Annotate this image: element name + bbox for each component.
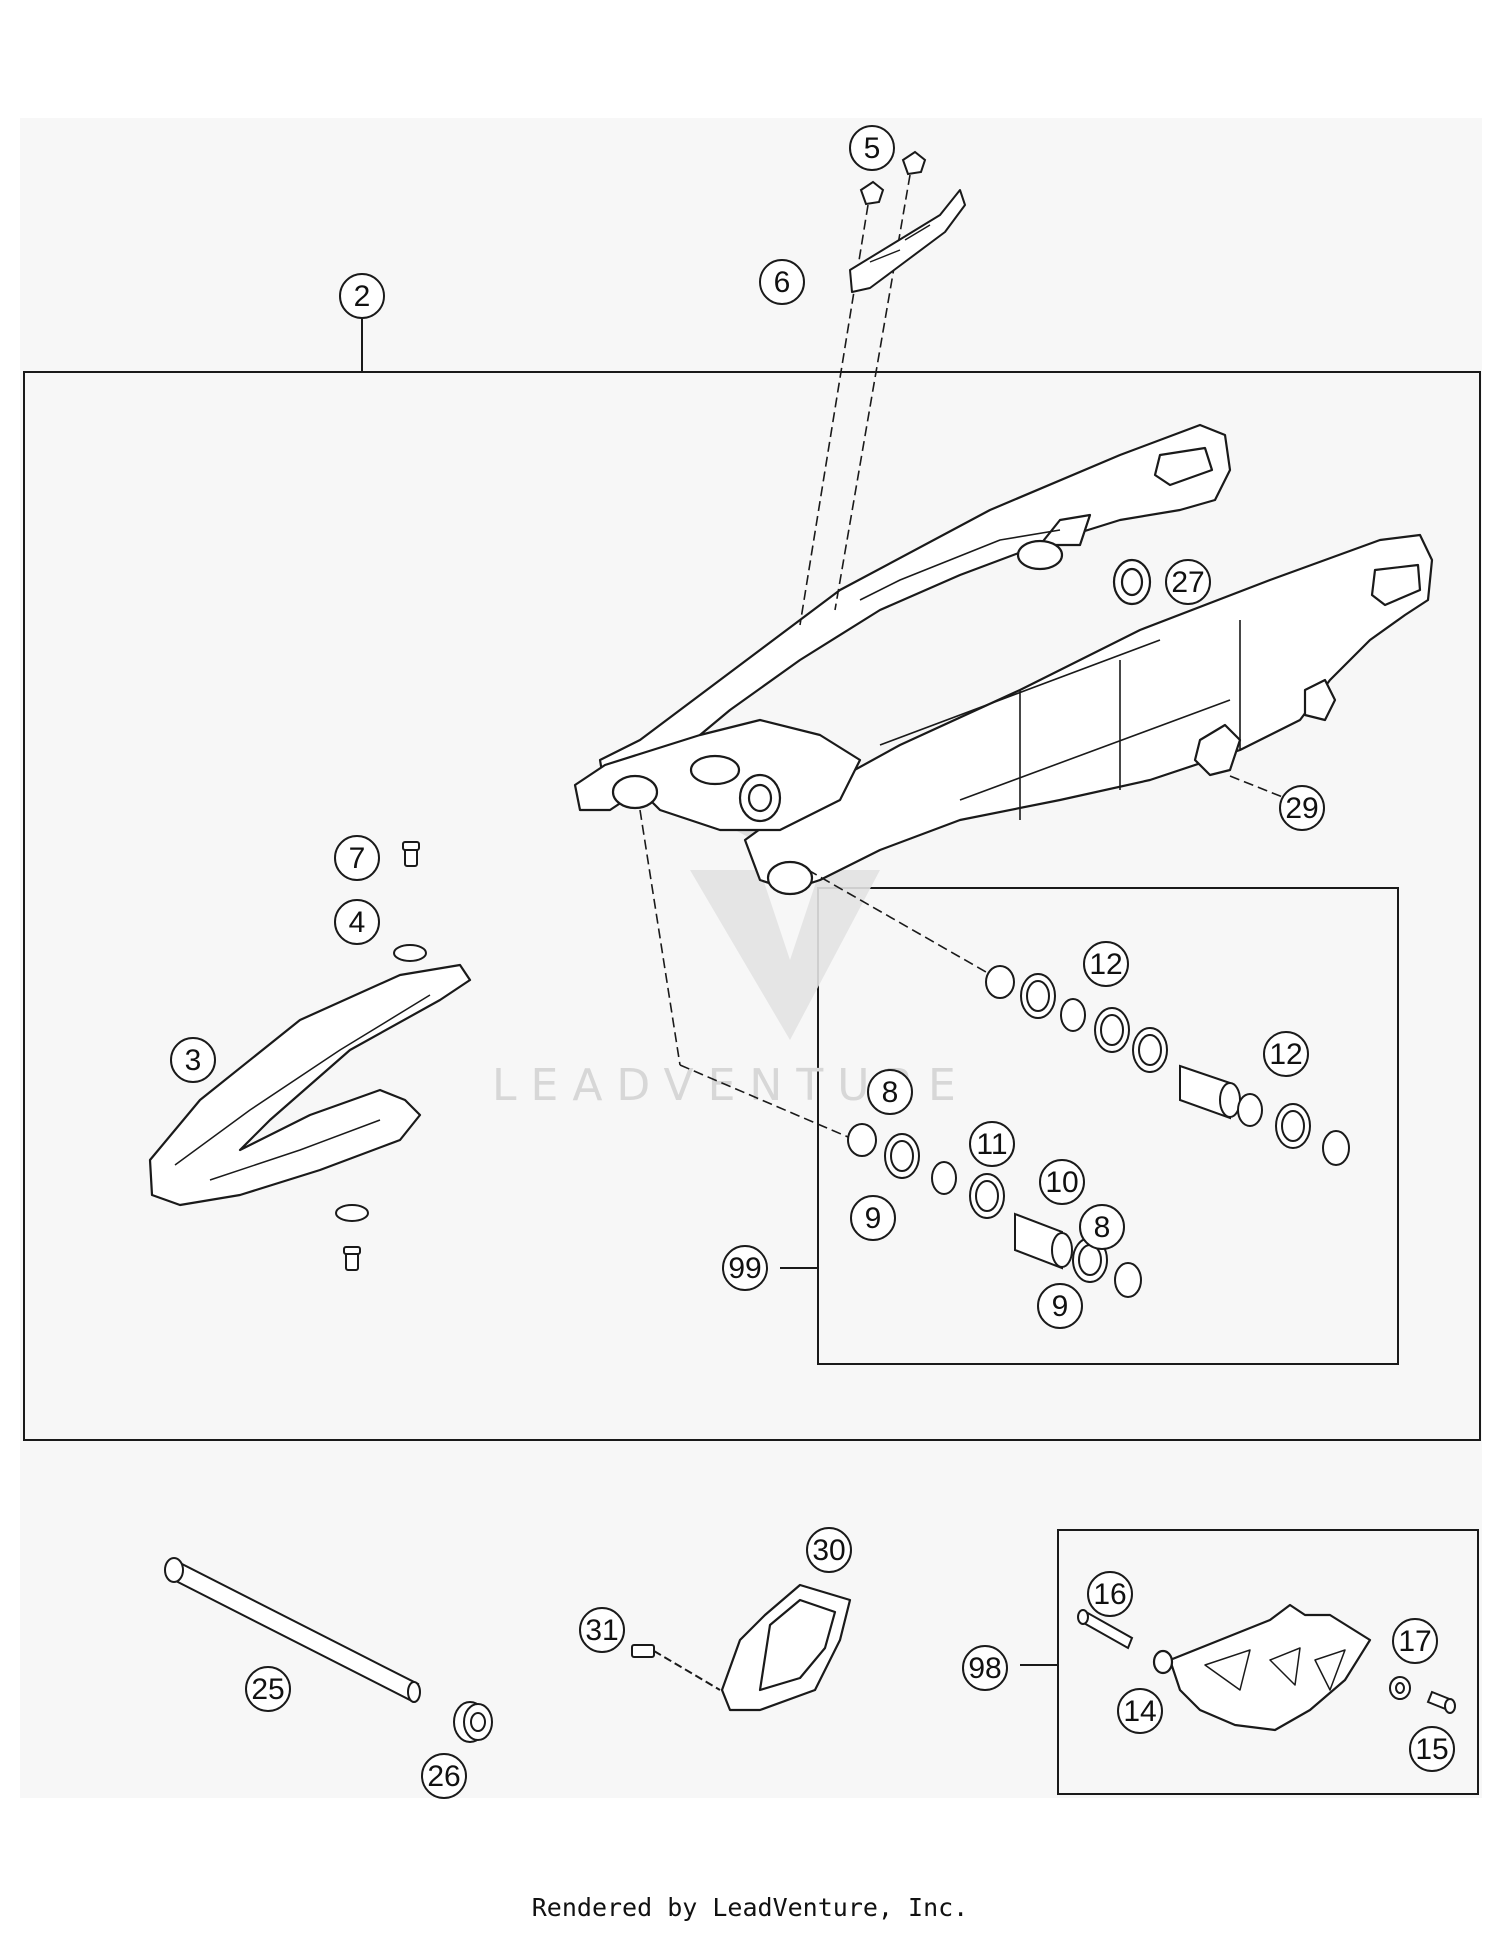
callout-circle xyxy=(806,1527,852,1573)
callout-14: 14 xyxy=(1117,1688,1163,1734)
callout-label: 30 xyxy=(812,1534,845,1567)
callout-label: 15 xyxy=(1415,1733,1448,1766)
callout-circle xyxy=(850,1195,896,1241)
callout-2: 2 xyxy=(339,273,385,319)
bolt-part-16 xyxy=(1077,1609,1134,1650)
callout-12: 12 xyxy=(1083,941,1129,987)
callout-25: 25 xyxy=(245,1666,291,1712)
callout-label: 5 xyxy=(864,132,881,165)
dashed-leaders xyxy=(639,174,1291,1141)
chain-guide-part-14 xyxy=(1152,1603,1372,1732)
callout-circle xyxy=(245,1666,291,1712)
callout-11: 11 xyxy=(969,1121,1015,1167)
callout-circle xyxy=(1165,559,1211,605)
callout-label: 25 xyxy=(251,1673,284,1706)
callout-circle xyxy=(1039,1159,1085,1205)
screw-part-31 xyxy=(631,1644,721,1691)
screw-part-15 xyxy=(1426,1690,1456,1714)
bearing-components xyxy=(847,965,1350,1298)
bearing-kit-box-99 xyxy=(817,887,1399,1365)
axle-part-25 xyxy=(164,1557,421,1703)
callout-10: 10 xyxy=(1039,1159,1085,1205)
callout-9: 9 xyxy=(850,1195,896,1241)
callout-label: 8 xyxy=(1094,1211,1111,1244)
washer-part-17 xyxy=(1389,1676,1411,1700)
callout-circle xyxy=(1083,941,1129,987)
callout-label: 8 xyxy=(882,1076,899,1109)
callout-label: 14 xyxy=(1123,1695,1156,1728)
chain-guide-block-part-30 xyxy=(720,1583,852,1712)
callout-label: 17 xyxy=(1398,1625,1431,1658)
callout-label: 27 xyxy=(1171,566,1204,599)
callout-9: 9 xyxy=(1037,1283,1083,1329)
callout-29: 29 xyxy=(1279,785,1325,831)
callout-circle xyxy=(849,125,895,171)
callout-15: 15 xyxy=(1409,1726,1455,1772)
callout-label: 3 xyxy=(185,1044,202,1077)
callout-label: 10 xyxy=(1045,1166,1078,1199)
callout-label: 31 xyxy=(585,1614,618,1647)
callout-circle xyxy=(759,259,805,305)
callout-label: 16 xyxy=(1093,1578,1126,1611)
callout-circle xyxy=(1037,1283,1083,1329)
callout-circle xyxy=(722,1245,768,1291)
callout-circle xyxy=(969,1121,1015,1167)
assembly-box-2 xyxy=(23,371,1481,1441)
callout-26: 26 xyxy=(421,1753,467,1799)
callout-label: 12 xyxy=(1269,1038,1302,1071)
callout-circle xyxy=(339,273,385,319)
callout-6: 6 xyxy=(759,259,805,305)
fasteners-part-4-7 xyxy=(335,841,427,1271)
callout-16: 16 xyxy=(1087,1571,1133,1617)
spacer-part-26 xyxy=(453,1701,493,1743)
callout-circle xyxy=(1409,1726,1455,1772)
footer-credit: Rendered by LeadVenture, Inc. xyxy=(531,1893,969,1922)
callout-98: 98 xyxy=(962,1645,1008,1691)
callout-circle xyxy=(1117,1688,1163,1734)
callout-4: 4 xyxy=(334,899,380,945)
callout-label: 12 xyxy=(1089,948,1122,981)
callout-circle xyxy=(1279,785,1325,831)
callout-label: 11 xyxy=(976,1128,1007,1161)
callout-label: 7 xyxy=(349,842,366,875)
callout-label: 2 xyxy=(354,280,371,313)
callout-label: 6 xyxy=(774,266,791,299)
callout-label: 9 xyxy=(865,1202,882,1235)
callout-12: 12 xyxy=(1263,1031,1309,1077)
callout-30: 30 xyxy=(806,1527,852,1573)
callout-31: 31 xyxy=(579,1607,625,1653)
callout-circle xyxy=(867,1069,913,1115)
callout-8: 8 xyxy=(867,1069,913,1115)
callout-label: 29 xyxy=(1285,792,1318,825)
callout-circle xyxy=(1087,1571,1133,1617)
callout-5: 5 xyxy=(849,125,895,171)
swingarm xyxy=(573,423,1434,896)
callout-circle xyxy=(962,1645,1008,1691)
chain-guide-kit-box-98 xyxy=(1057,1529,1479,1795)
callout-circle xyxy=(170,1037,216,1083)
callout-8: 8 xyxy=(1079,1204,1125,1250)
callout-circle xyxy=(334,835,380,881)
callout-3: 3 xyxy=(170,1037,216,1083)
callout-17: 17 xyxy=(1392,1618,1438,1664)
chain-slider-part-3 xyxy=(148,963,472,1207)
callout-circle xyxy=(1263,1031,1309,1077)
chain-slider-part-6 xyxy=(849,189,966,293)
callout-label: 4 xyxy=(349,906,366,939)
callout-99: 99 xyxy=(722,1245,768,1291)
callout-label: 99 xyxy=(728,1252,761,1285)
callout-7: 7 xyxy=(334,835,380,881)
callout-circle xyxy=(334,899,380,945)
callout-circle xyxy=(579,1607,625,1653)
callout-label: 9 xyxy=(1052,1290,1069,1323)
callout-circle xyxy=(1079,1204,1125,1250)
callout-label: 26 xyxy=(427,1760,460,1793)
callout-label: 98 xyxy=(968,1652,1001,1685)
nuts-part-5 xyxy=(859,150,927,206)
callout-circle xyxy=(421,1753,467,1799)
callout-circle xyxy=(1392,1618,1438,1664)
callout-27: 27 xyxy=(1165,559,1211,605)
